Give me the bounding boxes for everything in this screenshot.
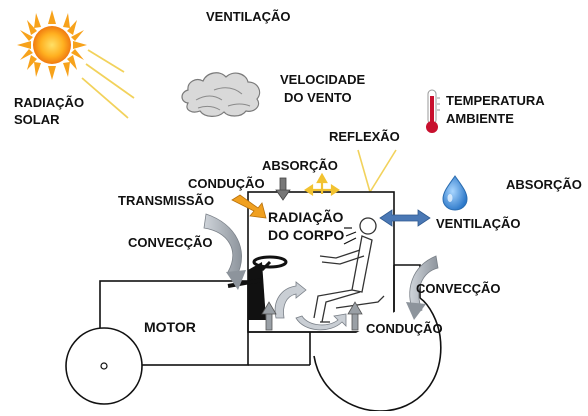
sun-rays <box>81 49 135 119</box>
label-absorcao-roof: ABSORÇÃO <box>262 158 338 173</box>
label-ventilacao-top: VENTILAÇÃO <box>206 9 291 24</box>
water-drop-icon <box>442 175 468 211</box>
label-conveccao-right: CONVECÇÃO <box>416 281 501 296</box>
label-radiacao-corpo-1: RADIAÇÃO <box>268 209 344 225</box>
conduction-arrows-up <box>261 301 363 331</box>
label-conducao-left: CONDUÇÃO <box>188 176 265 191</box>
label-temperatura-2: AMBIENTE <box>446 111 514 126</box>
convection-arrow-left <box>203 213 246 290</box>
label-conveccao-left: CONVECÇÃO <box>128 235 213 250</box>
rear-wheel <box>313 297 442 412</box>
sun-icon <box>17 10 87 80</box>
thermometer-icon <box>426 89 440 133</box>
cab-convection-arrows <box>274 281 347 331</box>
label-conducao-bottom: CONDUÇÃO <box>366 321 443 336</box>
label-transmissao: TRANSMISSÃO <box>118 193 215 208</box>
label-velocidade-2: DO VENTO <box>284 90 352 105</box>
label-radiacao-solar-2: SOLAR <box>14 112 60 127</box>
driver-figure <box>313 217 385 323</box>
steering-column <box>227 255 288 320</box>
label-absorcao-right: ABSORÇÃO <box>506 177 582 192</box>
roof-heat-arrows <box>304 172 340 197</box>
front-wheel <box>65 327 143 405</box>
label-reflexao: REFLEXÃO <box>329 129 400 144</box>
convection-arrow-right <box>406 255 439 320</box>
transmission-arrow <box>231 194 267 219</box>
label-radiacao-corpo-2: DO CORPO <box>268 227 345 243</box>
label-ventilacao-right: VENTILAÇÃO <box>436 216 521 231</box>
label-temperatura-1: TEMPERATURA <box>446 93 545 108</box>
label-motor: MOTOR <box>144 319 196 335</box>
reflection-lines <box>357 149 397 193</box>
label-velocidade-1: VELOCIDADE <box>280 72 366 87</box>
absorption-arrow-down <box>275 177 291 201</box>
ventilation-arrow <box>379 209 431 227</box>
cloud-icon <box>181 72 261 117</box>
body-radiation-lines <box>343 227 357 245</box>
label-radiacao-solar-1: RADIAÇÃO <box>14 95 85 110</box>
